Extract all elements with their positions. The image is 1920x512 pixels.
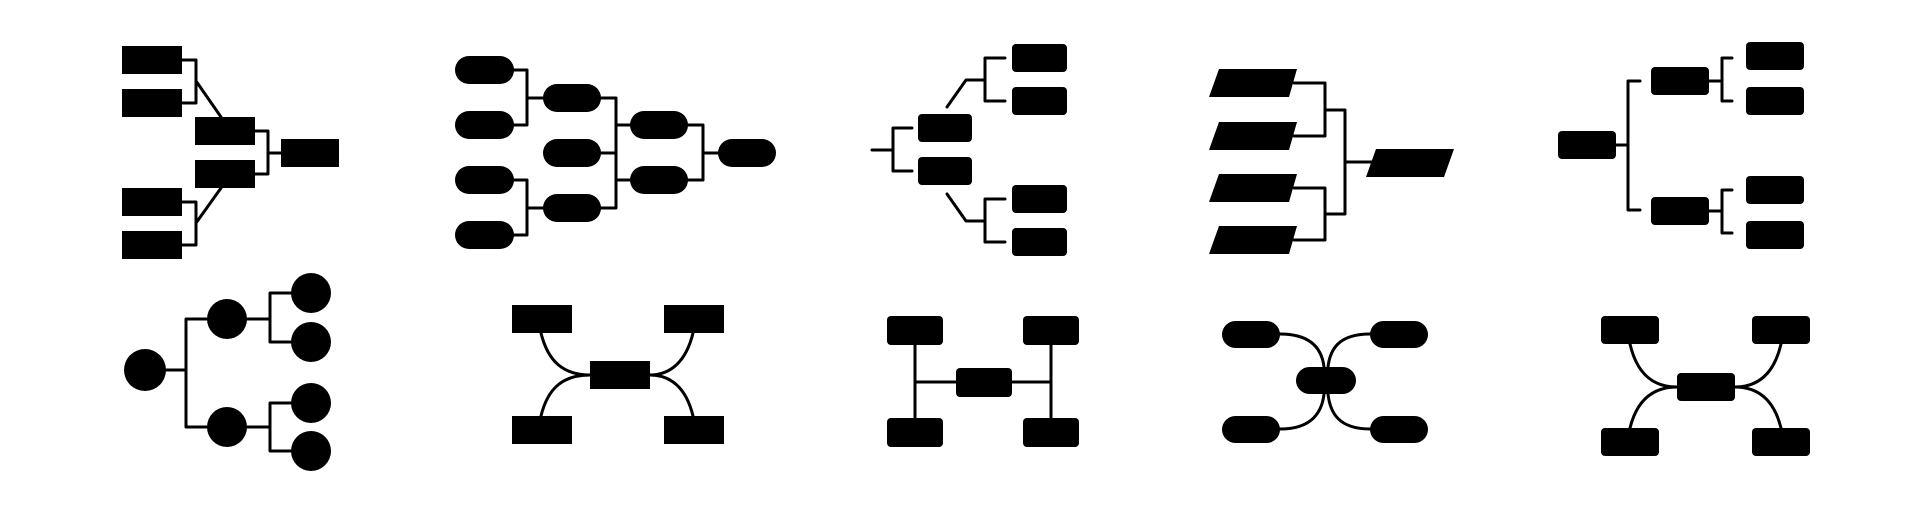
circle-tree-icon bbox=[124, 273, 331, 471]
h-hub-icon bbox=[887, 316, 1079, 447]
bracket-branch-icon bbox=[870, 44, 1067, 256]
curved-hub-pills-icon bbox=[1222, 321, 1428, 443]
bracket-pills-icon bbox=[455, 56, 776, 249]
bracket-parallelograms-icon bbox=[1209, 69, 1454, 254]
curved-hub-rectangles-icon bbox=[512, 305, 724, 444]
curved-hub-rounded-icon bbox=[1601, 316, 1810, 456]
bracket-rectangles-icon bbox=[122, 46, 339, 259]
bracket-tree-icon bbox=[1558, 42, 1804, 249]
